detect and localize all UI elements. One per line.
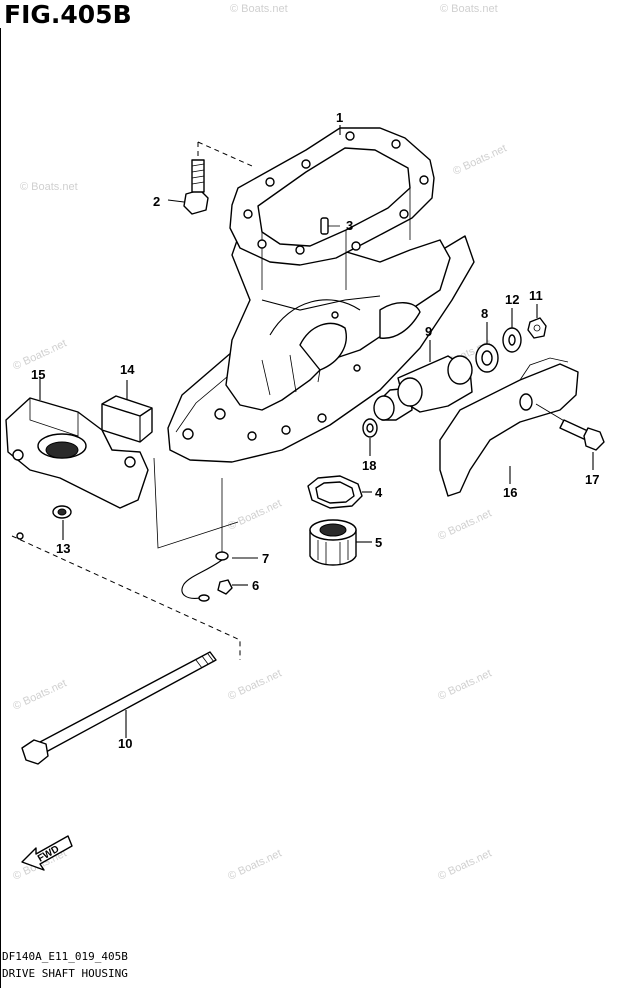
footer-code: DF140A_E11_019_405B: [2, 950, 128, 963]
callout-4: 4: [375, 485, 383, 500]
bolt-17-drawing: [535, 403, 605, 470]
mount-cover-drawing: [439, 357, 579, 497]
callout-13: 13: [56, 541, 70, 556]
watermark: © Boats.net: [440, 3, 498, 15]
leader-line: [153, 457, 239, 549]
watermark: © Boats.net: [451, 142, 508, 177]
watermark: © Boats.net: [226, 497, 283, 532]
callout-10: 10: [118, 736, 132, 751]
callout-12: 12: [505, 292, 519, 307]
washer-18-drawing: [362, 418, 378, 456]
callout-18: 18: [362, 458, 376, 473]
washer-13-drawing: [16, 505, 72, 540]
callout-2: 2: [153, 194, 160, 209]
stud-bolt-drawing: [11, 535, 241, 765]
watermark: © Boats.net: [230, 3, 288, 15]
callout-16: 16: [503, 485, 517, 500]
watermark: © Boats.net: [226, 847, 283, 882]
watermark: © Boats.net: [226, 667, 283, 702]
callout-6: 6: [252, 578, 259, 593]
callout-7: 7: [262, 551, 269, 566]
washer-12-drawing: [502, 308, 522, 353]
callout-8: 8: [481, 306, 488, 321]
watermark: © Boats.net: [11, 677, 68, 712]
footer-description: DRIVE SHAFT HOUSING: [2, 967, 128, 980]
callout-3: 3: [346, 218, 353, 233]
figure-title: FIG.405B: [4, 0, 132, 29]
callout-5: 5: [375, 535, 382, 550]
callout-11: 11: [529, 288, 543, 303]
callout-14: 14: [120, 362, 135, 377]
bushing-drawing: [309, 519, 372, 566]
gasket-drawing: [307, 475, 372, 509]
drive-shaft-housing-drawing: [167, 127, 475, 463]
callout-1: 1: [336, 110, 343, 125]
mount-bracket-drawing: [5, 378, 149, 509]
callout-17: 17: [585, 472, 599, 487]
watermark: © Boats.net: [436, 507, 493, 542]
nut-11-drawing: [527, 304, 547, 339]
frame-left-border: [0, 28, 1, 988]
dowel-pin-drawing: [320, 217, 340, 235]
callout-9: 9: [425, 324, 432, 339]
callout-labels: 1 2 3 4 5 6 7 8 9 10 11 12 13 14 15 16 1…: [31, 110, 599, 751]
washer-8-drawing: [475, 322, 499, 373]
watermark: © Boats.net: [436, 667, 493, 702]
watermark: © Boats.net: [20, 181, 78, 193]
ground-wire-drawing: [181, 478, 258, 602]
mount-rubber-drawing: [373, 340, 473, 421]
callout-15: 15: [31, 367, 45, 382]
watermark: © Boats.net: [436, 847, 493, 882]
bolt-2-drawing: [167, 141, 253, 215]
rubber-pad-drawing: [101, 380, 153, 443]
